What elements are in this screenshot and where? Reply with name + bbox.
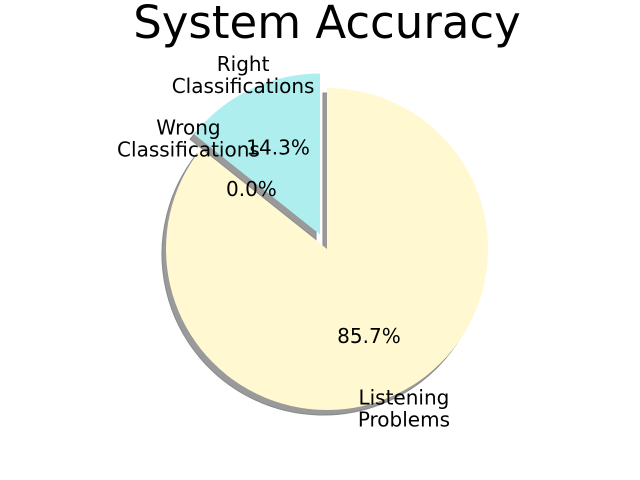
slice-listening-problems [166, 88, 489, 411]
pie-slices [166, 73, 489, 411]
slice-right-classifications [194, 73, 321, 235]
slice-pct-wrong-classifications: 0.0% [226, 177, 277, 201]
slice-pct-listening-problems: 85.7% [337, 324, 401, 348]
chart-title: System Accuracy [133, 0, 521, 49]
slice-pct-right-classifications: 14.3% [246, 135, 310, 159]
